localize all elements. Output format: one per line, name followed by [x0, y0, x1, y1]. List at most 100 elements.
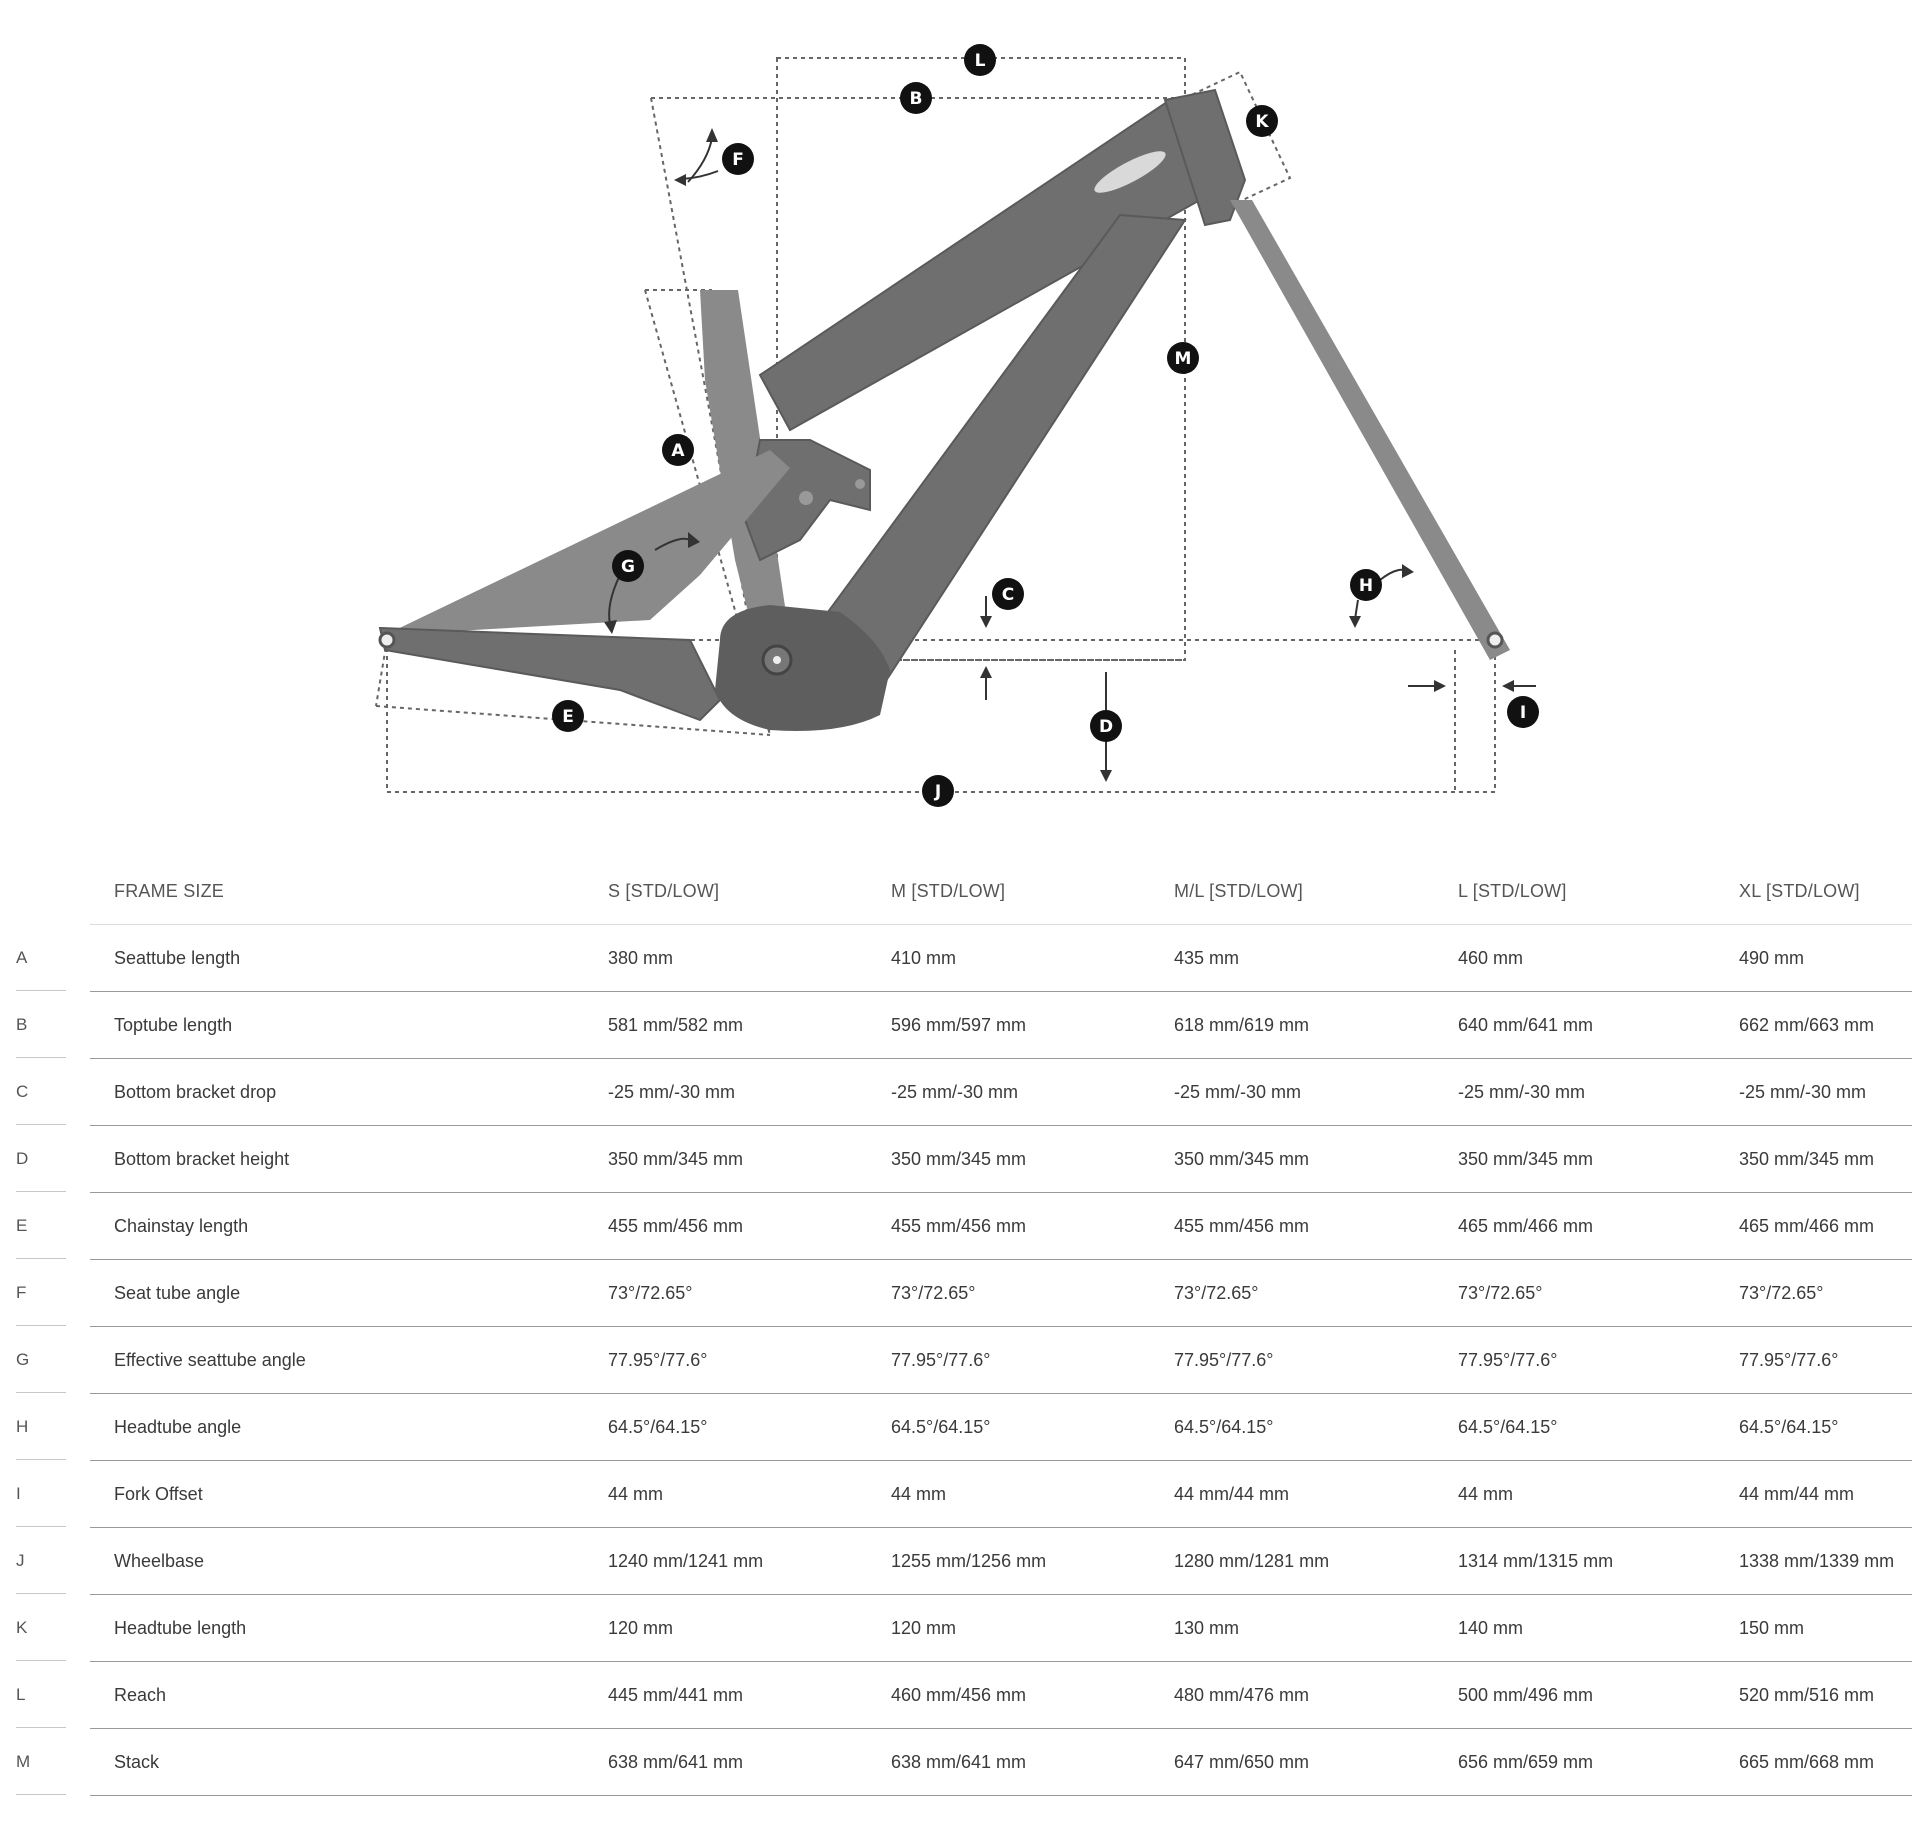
row-measurement-name: Stack: [114, 1751, 160, 1772]
row-divider: [90, 1661, 1912, 1662]
row-value: 73°/72.65°: [1174, 1282, 1259, 1303]
geometry-table: FRAME SIZE S [STD/LOW] M [STD/LOW] M/L […: [16, 858, 1912, 1796]
bike-frame: [378, 88, 1510, 731]
row-value: 465 mm/466 mm: [1458, 1215, 1594, 1236]
size-header-ml: M/L [STD/LOW]: [1174, 880, 1303, 901]
frame-geometry-diagram: A B C D E F G H I J K L M: [375, 44, 1539, 807]
row-value: 460 mm/456 mm: [891, 1684, 1027, 1705]
size-header-s: S [STD/LOW]: [608, 880, 720, 901]
size-header-m: M [STD/LOW]: [891, 880, 1006, 901]
row-value: 350 mm/345 mm: [608, 1148, 744, 1169]
row-value: 73°/72.65°: [1739, 1282, 1824, 1303]
row-value: 64.5°/64.15°: [891, 1416, 991, 1437]
row-value: 44 mm: [1458, 1483, 1514, 1504]
row-measurement-name: Headtube length: [114, 1617, 247, 1638]
marker-A: A: [662, 434, 694, 466]
marker-H: H: [1350, 569, 1382, 601]
row-letter: D: [16, 1126, 66, 1192]
row-value: 1255 mm/1256 mm: [891, 1550, 1047, 1571]
svg-text:M: M: [1175, 349, 1192, 369]
table-row: F Seat tube angle 73°/72.65° 73°/72.65° 73°/…: [16, 1260, 1912, 1327]
row-divider: [90, 1728, 1912, 1729]
row-measurement-name: Seat tube angle: [114, 1282, 241, 1303]
row-value: 350 mm/345 mm: [1174, 1148, 1310, 1169]
row-value: 350 mm/345 mm: [891, 1148, 1027, 1169]
row-value: 1240 mm/1241 mm: [608, 1550, 764, 1571]
row-divider: [90, 1460, 1912, 1461]
row-value: 64.5°/64.15°: [1739, 1416, 1839, 1437]
marker-D: D: [1090, 710, 1122, 742]
marker-I: I: [1507, 696, 1539, 728]
row-value: 480 mm/476 mm: [1174, 1684, 1310, 1705]
svg-text:G: G: [621, 557, 635, 577]
row-value: 120 mm: [891, 1617, 957, 1638]
row-letter: G: [16, 1327, 66, 1393]
row-value: 1338 mm/1339 mm: [1739, 1550, 1895, 1571]
row-value: 150 mm: [1739, 1617, 1805, 1638]
row-measurement-name: Wheelbase: [114, 1550, 205, 1571]
row-value: 44 mm/44 mm: [1174, 1483, 1290, 1504]
table-header-row: FRAME SIZE S [STD/LOW] M [STD/LOW] M/L […: [16, 858, 1912, 925]
marker-G: G: [612, 550, 644, 582]
row-divider: [90, 1326, 1912, 1327]
row-value: 455 mm/456 mm: [608, 1215, 744, 1236]
marker-M: M: [1167, 342, 1199, 374]
row-value: 640 mm/641 mm: [1458, 1014, 1594, 1035]
row-value: 500 mm/496 mm: [1458, 1684, 1594, 1705]
row-value: -25 mm/-30 mm: [1739, 1081, 1867, 1102]
row-value: 77.95°/77.6°: [1174, 1349, 1274, 1370]
svg-text:A: A: [671, 441, 685, 461]
row-letter: H: [16, 1394, 66, 1460]
svg-text:L: L: [975, 51, 986, 71]
row-divider: [90, 1058, 1912, 1059]
svg-text:J: J: [934, 782, 941, 802]
row-value: -25 mm/-30 mm: [891, 1081, 1019, 1102]
header-divider: [90, 924, 1912, 925]
row-value: 64.5°/64.15°: [1174, 1416, 1274, 1437]
marker-F: F: [722, 143, 754, 175]
row-value: 44 mm: [608, 1483, 664, 1504]
row-value: 596 mm/597 mm: [891, 1014, 1027, 1035]
row-value: 77.95°/77.6°: [1739, 1349, 1839, 1370]
row-value: 140 mm: [1458, 1617, 1524, 1638]
row-value: 380 mm: [608, 947, 674, 968]
svg-text:E: E: [562, 707, 574, 727]
row-value: 410 mm: [891, 947, 957, 968]
row-divider: [90, 1125, 1912, 1126]
row-letter: M: [16, 1729, 66, 1795]
svg-text:F: F: [732, 150, 744, 170]
row-measurement-name: Reach: [114, 1684, 167, 1705]
row-letter: F: [16, 1260, 66, 1326]
svg-text:C: C: [1002, 585, 1014, 605]
row-letter: C: [16, 1059, 66, 1125]
row-value: 638 mm/641 mm: [608, 1751, 744, 1772]
marker-K: K: [1246, 105, 1278, 137]
row-value: 662 mm/663 mm: [1739, 1014, 1875, 1035]
marker-C: C: [992, 578, 1024, 610]
row-measurement-name: Chainstay length: [114, 1215, 249, 1236]
row-value: 465 mm/466 mm: [1739, 1215, 1875, 1236]
svg-text:I: I: [1520, 703, 1526, 723]
row-measurement-name: Fork Offset: [114, 1483, 203, 1504]
row-value: 130 mm: [1174, 1617, 1240, 1638]
marker-L: L: [964, 44, 996, 76]
row-value: 445 mm/441 mm: [608, 1684, 744, 1705]
row-value: 350 mm/345 mm: [1458, 1148, 1594, 1169]
svg-text:B: B: [910, 89, 923, 109]
row-value: 77.95°/77.6°: [608, 1349, 708, 1370]
row-measurement-name: Bottom bracket height: [114, 1148, 290, 1169]
row-value: 73°/72.65°: [1458, 1282, 1543, 1303]
row-value: 64.5°/64.15°: [608, 1416, 708, 1437]
marker-E: E: [552, 700, 584, 732]
size-header-l: L [STD/LOW]: [1458, 880, 1567, 901]
dimension-arrows: [604, 128, 1536, 782]
row-value: 656 mm/659 mm: [1458, 1751, 1594, 1772]
row-value: 120 mm: [608, 1617, 674, 1638]
